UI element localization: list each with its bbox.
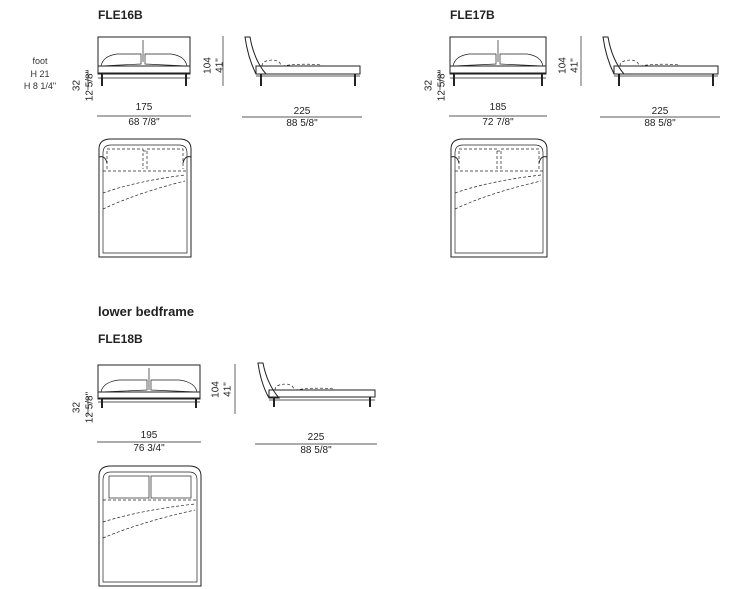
front-width-cm-fle16b: 175: [135, 102, 153, 113]
front-view-fle18b: [97, 364, 201, 408]
length-line-fle17b: [600, 116, 720, 118]
frame-height-line-fle16b: [87, 70, 89, 90]
length-in-fle16b: 88 5/8": [286, 118, 318, 129]
length-in-fle18b: 88 5/8": [300, 445, 332, 456]
length-cm-fle18b: 225: [307, 432, 325, 443]
height-cm-fle17b: 104: [557, 57, 569, 74]
side-view-fle16b: [244, 36, 361, 86]
model-code-fle16b: FLE16B: [98, 8, 143, 22]
frame-height-cm-fle18b: 32: [71, 401, 83, 414]
height-line-fle17b: [580, 36, 582, 86]
frame-height-cm: 32: [71, 79, 83, 92]
height-line-fle18b: [234, 364, 236, 414]
foot-label: foot: [32, 56, 48, 66]
foot-metric: H 21: [30, 69, 50, 79]
height-in-fle18b: 41": [222, 382, 234, 397]
front-width-cm-fle18b: 195: [140, 430, 158, 441]
front-width-cm-fle17b: 185: [489, 102, 507, 113]
height-in-fle17b: 41": [569, 58, 581, 73]
foot-imperial: H 8 1/4": [23, 81, 57, 91]
front-width-in-fle18b: 76 3/4": [133, 443, 165, 454]
model-code-fle18b: FLE18B: [98, 332, 143, 346]
front-view-fle16b: [97, 36, 191, 86]
front-width-line-fle17b: [449, 115, 547, 117]
frame-height-fle16b: 32: [72, 66, 83, 106]
height-line-fle16b: [222, 36, 224, 86]
top-view-fle18b: [98, 465, 202, 587]
height-cm-fle18b: 104: [210, 381, 222, 398]
front-width-line-fle16b: [97, 115, 191, 117]
top-view-fle17b: [450, 138, 548, 258]
front-view-fle17b: [449, 36, 547, 86]
length-line-fle16b: [242, 116, 362, 118]
top-view-fle16b: [98, 138, 192, 258]
front-width-line-fle18b: [97, 441, 201, 443]
length-cm-fle17b: 225: [651, 106, 669, 117]
side-view-fle18b: [257, 362, 376, 407]
length-line-fle18b: [255, 443, 377, 445]
height-cm-fle16b: 104: [202, 57, 214, 74]
length-cm-fle16b: 225: [293, 106, 311, 117]
side-view-fle17b: [602, 36, 719, 86]
frame-height-line-fle18b: [87, 396, 89, 416]
frame-height-line-fle17b: [439, 70, 441, 90]
length-in-fle17b: 88 5/8": [644, 118, 676, 129]
section-title-lower-bedframe: lower bedframe: [98, 304, 195, 319]
front-width-in-fle16b: 68 7/8": [128, 117, 160, 128]
model-code-fle17b: FLE17B: [450, 8, 495, 22]
front-width-in-fle17b: 72 7/8": [482, 117, 514, 128]
frame-height-cm-fle17b: 32: [423, 79, 435, 92]
